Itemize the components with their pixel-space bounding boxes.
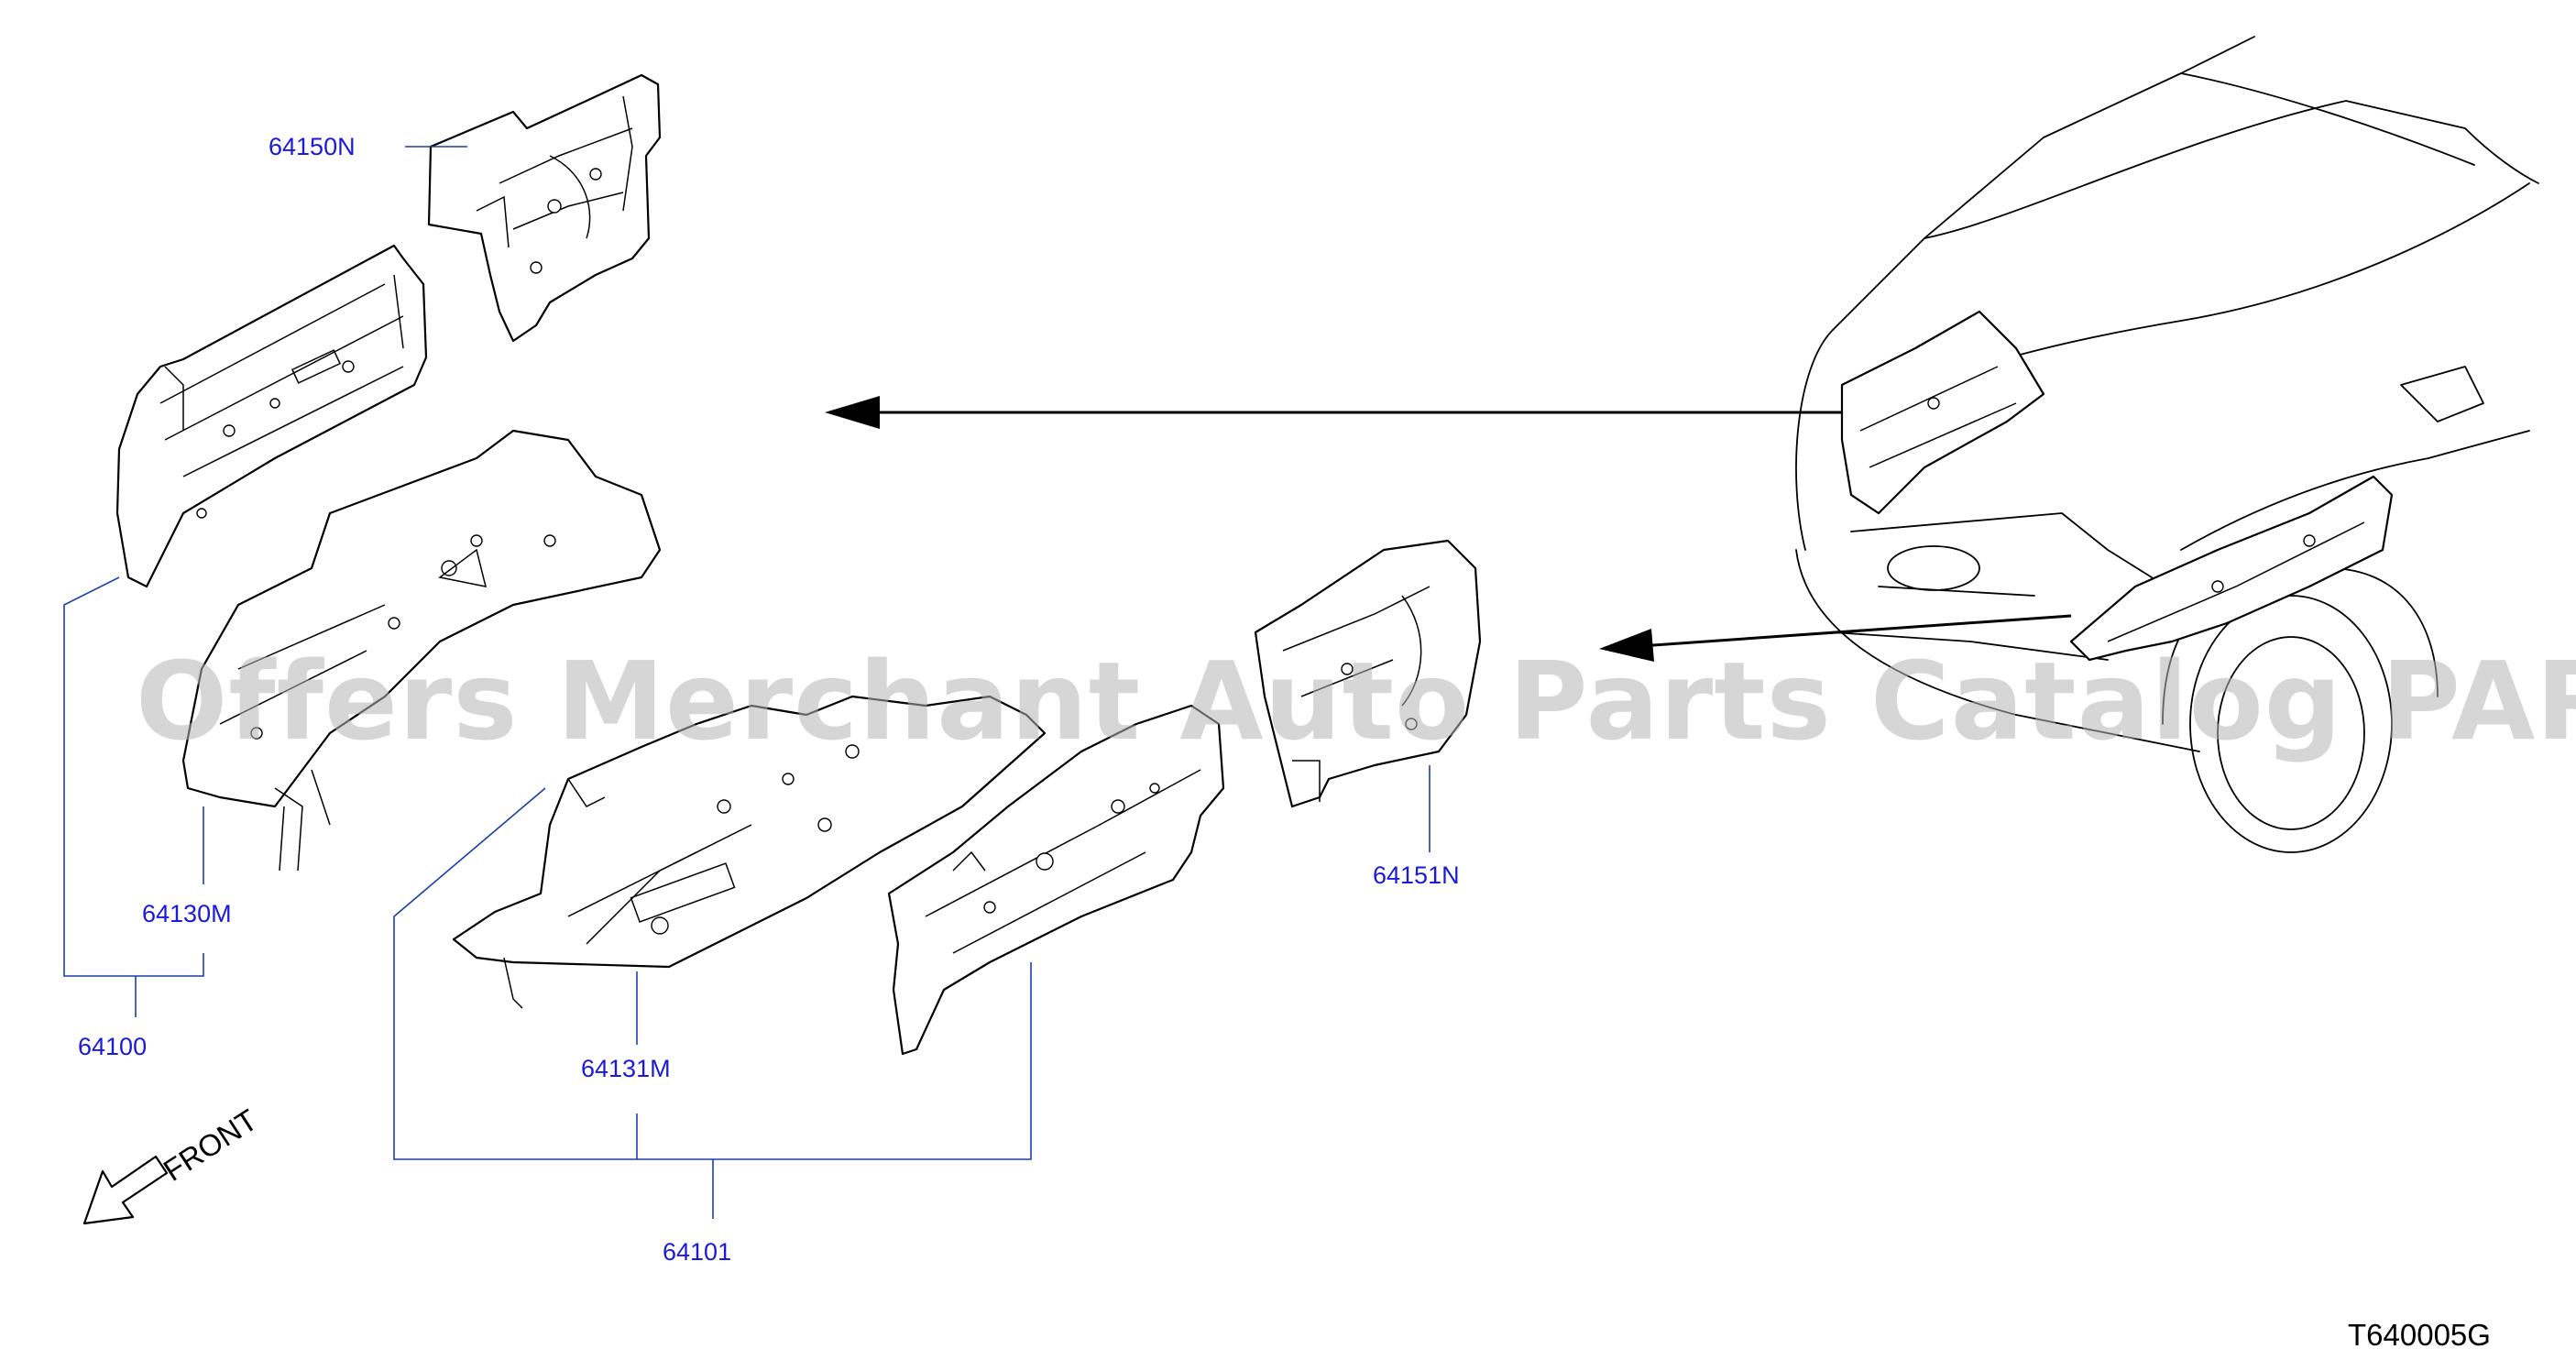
callout-64130M[interactable]: 64130M — [142, 900, 232, 927]
part-64101-member-illustration — [887, 704, 1225, 1056]
part-64130M-lower-illustration — [181, 429, 662, 872]
front-label: FRONT — [158, 1102, 263, 1188]
part-64131M-illustration — [452, 695, 1047, 1009]
part-64150N-illustration — [427, 73, 662, 343]
front-direction-indicator: FRONT — [82, 1102, 263, 1225]
front-arrow-icon — [82, 1155, 169, 1225]
part-64130M-illustration — [115, 244, 428, 588]
vehicle-front-illustration — [1795, 36, 2539, 853]
callout-64100[interactable]: 64100 — [78, 1033, 147, 1060]
callout-64131M[interactable]: 64131M — [581, 1055, 671, 1082]
location-arrow-lower — [1599, 614, 2072, 662]
callout-64150N[interactable]: 64150N — [269, 133, 356, 160]
leader-lines — [63, 146, 1431, 1219]
diagram-code: T640005G — [2348, 1318, 2491, 1352]
location-arrow-upper — [825, 396, 1842, 429]
callout-64151N[interactable]: 64151N — [1373, 861, 1460, 889]
callout-64101[interactable]: 64101 — [663, 1238, 731, 1266]
watermark: Offers Merchant Auto Parts Catalog PARTS… — [136, 638, 2576, 764]
part-64151N-illustration — [1254, 539, 1482, 808]
